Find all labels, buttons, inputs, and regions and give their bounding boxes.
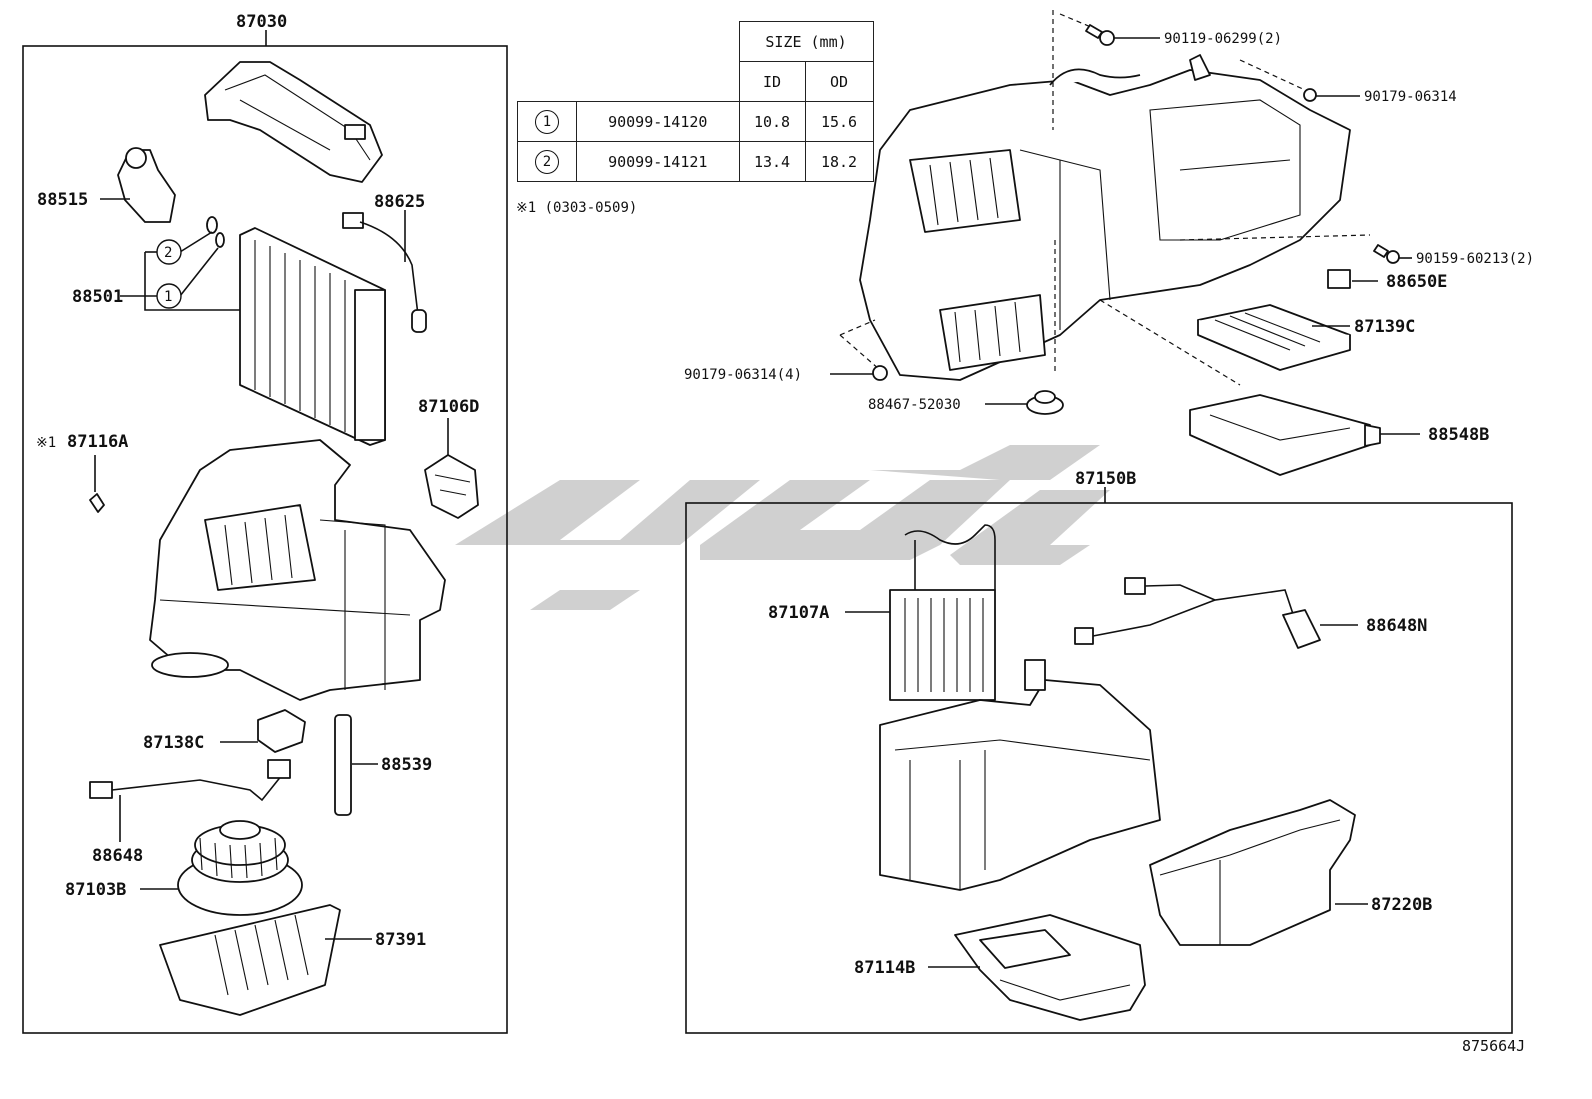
part-87220b-case [1149, 799, 1368, 946]
label-87138c: 87138C [143, 733, 204, 753]
part-87114b-duct [928, 914, 1146, 1021]
table-row: 1 90099-14120 10.8 15.6 [517, 101, 874, 142]
seal-2-number: 2 [164, 245, 172, 261]
label-87114b: 87114B [854, 958, 915, 978]
part-88648n-harness [1074, 577, 1358, 649]
watermark-logo [455, 445, 1110, 610]
figure-id: 875664J [1462, 1037, 1526, 1055]
part-blower-case [149, 439, 446, 701]
label-87220b: 87220B [1371, 895, 1432, 915]
part-90159-bolt [1373, 244, 1412, 264]
part-88467-grommet [985, 390, 1064, 415]
label-90179-a: 90179-06314 [1364, 89, 1457, 105]
seal-marker-2 [156, 239, 182, 265]
part-heater-case-lower [879, 659, 1161, 891]
size-header: SIZE (mm) [738, 21, 874, 62]
row-od-value: 18.2 [804, 141, 874, 182]
row-part-number: 90099-14121 [576, 141, 740, 182]
label-90179-b: 90179-06314(4) [684, 367, 802, 383]
part-88515-sensor [100, 147, 176, 223]
frame-87150b [685, 487, 1513, 1034]
seal-marker-1 [156, 283, 182, 309]
part-90179-nut-a [1303, 88, 1360, 102]
id-header: ID [738, 61, 806, 102]
part-87139c-filter [1197, 304, 1351, 371]
leader-lines-upper-right [839, 10, 1371, 386]
part-88548b-case [1189, 394, 1420, 476]
label-88501: 88501 [72, 287, 123, 307]
label-87116a: 87116A [67, 432, 128, 452]
part-87391-lower-case [159, 904, 372, 1016]
od-header: OD [804, 61, 874, 102]
label-87103b: 87103B [65, 880, 126, 900]
part-87030-duct [204, 61, 383, 183]
label-90119: 90119-06299(2) [1164, 31, 1282, 47]
part-88501-evaporator [120, 216, 386, 446]
part-88650e-clip [1327, 269, 1378, 289]
label-87391: 87391 [375, 930, 426, 950]
label-90159: 90159-60213(2) [1416, 251, 1534, 267]
row-id-value: 13.4 [738, 141, 806, 182]
row-mark-circle: 1 [535, 109, 559, 134]
part-87106d-servo [424, 418, 479, 519]
row-id-value: 10.8 [738, 101, 806, 142]
size-table: SIZE (mm) ID OD 1 90099-14120 10.8 15.6 … [517, 21, 874, 182]
table-row: 2 90099-14121 13.4 18.2 [517, 141, 874, 182]
label-88548b: 88548B [1428, 425, 1489, 445]
size-table-subheader-row: ID OD [518, 61, 874, 102]
label-88648: 88648 [92, 846, 143, 866]
row-od-value: 15.6 [804, 101, 874, 142]
label-88539: 88539 [381, 755, 432, 775]
label-88467: 88467-52030 [868, 397, 961, 413]
part-88539-tube [334, 714, 378, 816]
part-88648-harness [89, 759, 291, 842]
row-part-number: 90099-14120 [576, 101, 740, 142]
row-mark-circle: 2 [535, 149, 559, 174]
size-table-header-row: SIZE (mm) [518, 21, 874, 62]
part-90179-nut-b [830, 365, 888, 381]
part-87116a-clip [89, 455, 105, 513]
part-90119-bolt [1085, 24, 1160, 46]
label-87030: 87030 [236, 12, 287, 32]
label-87150b: 87150B [1075, 469, 1136, 489]
part-88625-thermistor [342, 210, 427, 333]
part-87107a-heater-core [845, 524, 996, 701]
seal-1-number: 1 [164, 289, 172, 305]
part-87103b-motor [140, 820, 303, 916]
label-87116a-mark: ※1 [36, 435, 56, 451]
label-88625: 88625 [374, 192, 425, 212]
frame-87030 [22, 30, 508, 1034]
part-87138c-resistor [220, 709, 306, 753]
label-88515: 88515 [37, 190, 88, 210]
label-87107a: 87107A [768, 603, 829, 623]
label-88648n: 88648N [1366, 616, 1427, 636]
label-87106d: 87106D [418, 397, 479, 417]
label-88650e: 88650E [1386, 272, 1447, 292]
part-heater-unit-assembly [859, 54, 1351, 381]
label-87139c: 87139C [1354, 317, 1415, 337]
footnote: ※1 (0303-0509) [516, 200, 638, 216]
